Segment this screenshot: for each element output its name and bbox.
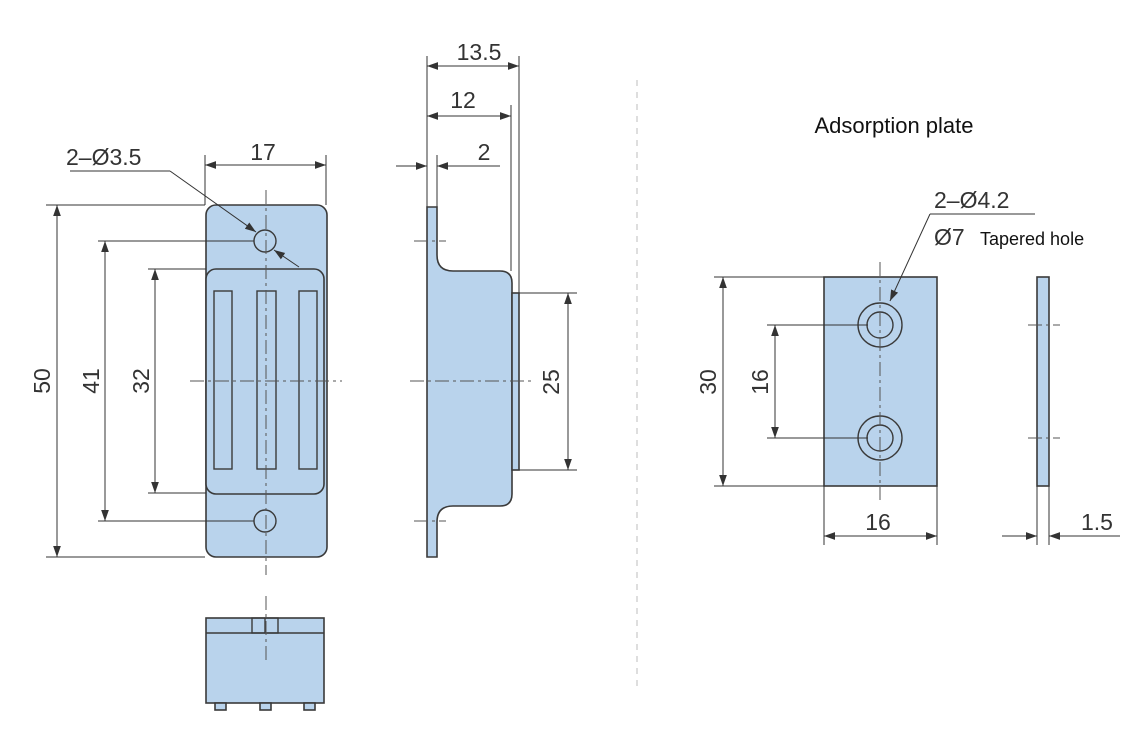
- plate-hole-pitch-label: 16: [747, 369, 773, 395]
- dim-body-depth-label: 12: [450, 87, 476, 113]
- dim-magnet-length-label: 32: [128, 368, 154, 394]
- dim-magnet-height-label: 25: [538, 369, 564, 395]
- bottom-pin-right: [303, 702, 316, 711]
- catch-front-view: [190, 190, 342, 575]
- dim-total-depth-label: 13.5: [457, 39, 502, 65]
- plate-hole-spec-label: 2–Ø4.2: [934, 187, 1009, 213]
- plate-side-profile: [1036, 276, 1050, 487]
- dim-width-label: 17: [250, 139, 276, 165]
- front-dimensions: 17 2–Ø3.5 50 41 32: [29, 139, 327, 558]
- plate-height-label: 30: [695, 369, 721, 395]
- magnet-slot-left: [213, 290, 233, 470]
- dim-height-label: 50: [29, 368, 55, 394]
- side-profile: [426, 206, 513, 558]
- adsorption-plate-title: Adsorption plate: [815, 113, 974, 138]
- bottom-pin-center: [259, 702, 272, 711]
- plate-taper-note: Tapered hole: [980, 229, 1084, 249]
- hole-spec-label: 2–Ø3.5: [66, 144, 141, 170]
- dim-flange-thickness-label: 2: [478, 139, 491, 165]
- catch-bottom-view: [205, 596, 325, 711]
- plate-side-view: 1.5: [1002, 276, 1120, 545]
- plate-width-label: 16: [865, 509, 891, 535]
- plate-front-view: [823, 262, 938, 500]
- plate-taper-diameter-label: Ø7: [934, 224, 965, 250]
- plate-dimensions: 2–Ø4.2 Ø7 Tapered hole 30 16 16: [695, 187, 1084, 545]
- side-dimensions: 13.5 12 2 25: [396, 39, 577, 471]
- bottom-pin-left: [214, 702, 227, 711]
- dim-hole-pitch-label: 41: [78, 368, 104, 394]
- plate-thickness-label: 1.5: [1081, 509, 1113, 535]
- catch-side-view: [410, 206, 535, 558]
- magnet-slot-right: [298, 290, 318, 470]
